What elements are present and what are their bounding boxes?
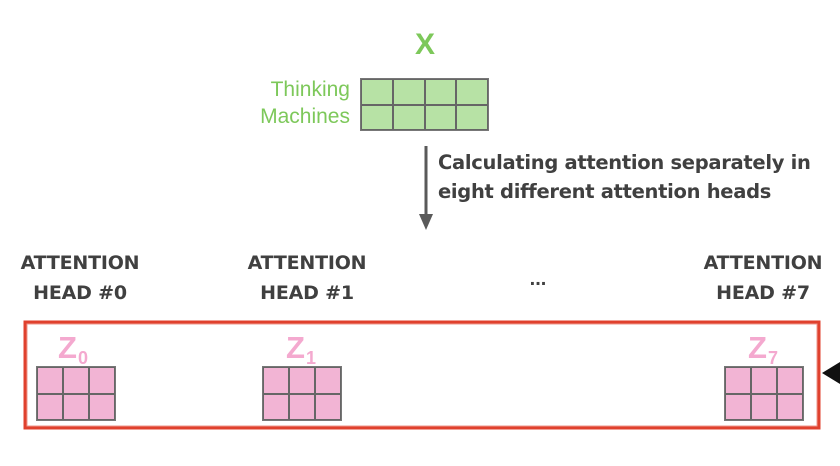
matrix-cell [315, 367, 341, 394]
caption-line-1: Calculating attention separately in [438, 151, 811, 174]
z1-symbol: Z [286, 330, 305, 365]
input-symbol-x: X [414, 28, 435, 61]
matrix-cell [424, 79, 457, 105]
ellipsis: ... [529, 268, 547, 290]
z7-subscript: 7 [767, 348, 778, 368]
input-matrix [360, 78, 489, 131]
z0-symbol: Z [58, 330, 77, 365]
z1-matrix [262, 366, 342, 421]
z7-matrix [724, 366, 804, 421]
matrix-cell [392, 104, 425, 130]
matrix-cell [424, 104, 457, 130]
z7-label: Z7 [748, 330, 778, 369]
caption: Calculating attention separately in eigh… [438, 148, 811, 206]
matrix-cell [37, 393, 63, 420]
matrix-cell [456, 79, 488, 105]
matrix-cell [456, 104, 488, 130]
head-0-label-line-2: HEAD #0 [33, 282, 127, 304]
z0-subscript: 0 [77, 348, 88, 368]
head-7-label-line-1: ATTENTION [703, 252, 823, 274]
matrix-cell [289, 393, 315, 420]
head-1-label: ATTENTION HEAD #1 [227, 248, 387, 308]
matrix-cell [89, 393, 115, 420]
matrix-cell [37, 367, 63, 394]
matrix-cell [89, 367, 115, 394]
z0-label: Z0 [58, 330, 88, 369]
matrix-cell [777, 367, 803, 394]
matrix-cell [751, 393, 777, 420]
head-0-label-line-1: ATTENTION [20, 252, 140, 274]
matrix-cell [263, 393, 289, 420]
head-7-label: ATTENTION HEAD #7 [683, 248, 840, 308]
matrix-cell [725, 367, 751, 394]
pointer-arrow-icon [822, 362, 840, 384]
matrix-cell [777, 393, 803, 420]
z0-matrix [36, 366, 116, 421]
matrix-cell [63, 393, 89, 420]
matrix-cell [361, 104, 393, 130]
matrix-cell [392, 79, 425, 105]
z7-symbol: Z [748, 330, 767, 365]
caption-line-2: eight different attention heads [438, 180, 772, 203]
input-word-machines: Machines [260, 105, 350, 128]
matrix-cell [315, 393, 341, 420]
matrix-cell [63, 367, 89, 394]
head-1-label-line-1: ATTENTION [247, 252, 367, 274]
input-word-thinking: Thinking [270, 78, 350, 101]
head-7-label-line-2: HEAD #7 [716, 282, 810, 304]
matrix-cell [751, 367, 777, 394]
down-arrow-icon [419, 146, 433, 230]
z1-subscript: 1 [305, 348, 316, 368]
matrix-cell [725, 393, 751, 420]
head-0-label: ATTENTION HEAD #0 [0, 248, 160, 308]
head-1-label-line-2: HEAD #1 [260, 282, 354, 304]
matrix-cell [263, 367, 289, 394]
matrix-cell [289, 367, 315, 394]
z1-label: Z1 [286, 330, 316, 369]
matrix-cell [361, 79, 393, 105]
